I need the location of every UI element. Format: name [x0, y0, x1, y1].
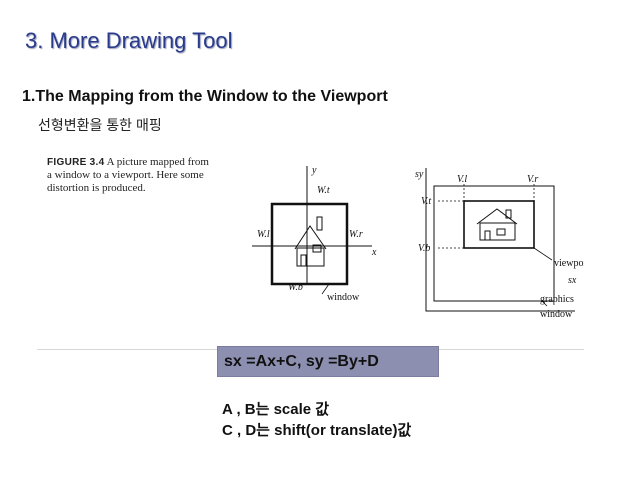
- graphics-window-label: window: [540, 309, 573, 320]
- wl-label: W.l: [257, 229, 270, 240]
- house-body: [296, 247, 325, 267]
- slide-title: 3. More Drawing Tool: [25, 28, 233, 53]
- window-label: window: [327, 292, 360, 303]
- figure-caption-text: A picture mapped from a window to a view…: [47, 156, 209, 194]
- house-chimney: [316, 216, 323, 231]
- viewport-house-roof: [476, 208, 518, 225]
- viewport-rect: [463, 200, 535, 249]
- right-labels: sy V.l V.r V.t V.b viewport sx graphics …: [415, 169, 584, 320]
- y-axis-label: y: [311, 165, 317, 176]
- house-door: [300, 254, 307, 267]
- sx-label: sx: [568, 275, 577, 286]
- vl-label: V.l: [457, 174, 467, 185]
- note-scale: A , B는 scale 값: [222, 401, 330, 418]
- formula-text: sx =Ax+C, sy =By+D: [224, 353, 379, 370]
- right-diagram: [425, 168, 575, 312]
- house-window: [312, 244, 322, 253]
- screen-axes: [425, 168, 575, 312]
- viewport-pointer: [533, 247, 553, 261]
- section-heading: 1.The Mapping from the Window to the Vie…: [22, 88, 388, 105]
- window-viewport-diagram: y W.t W.l W.r x W.b window: [252, 165, 584, 320]
- viewport-house-chimney: [505, 209, 512, 219]
- viewport-house-body: [479, 222, 516, 241]
- figure-label: FIGURE 3.4: [47, 157, 105, 168]
- korean-caption: 선형변환을 통한 매핑: [38, 117, 162, 133]
- viewport-house-window: [496, 228, 506, 236]
- x-axis-label: x: [371, 247, 377, 258]
- wb-label: W.b: [288, 282, 303, 293]
- vt-label: V.t: [421, 196, 431, 207]
- note-shift: C , D는 shift(or translate)값: [222, 422, 412, 439]
- viewport-house-door: [484, 230, 491, 241]
- graphics-pointer: [541, 300, 548, 307]
- formula-box: sx =Ax+C, sy =By+D: [217, 346, 439, 377]
- left-diagram: [252, 166, 372, 295]
- screen-window-rect: [433, 185, 555, 302]
- graphics-label: graphics: [540, 294, 574, 305]
- house-roof: [294, 225, 327, 250]
- wr-label: W.r: [349, 229, 363, 240]
- window-pointer: [321, 283, 330, 295]
- vb-label: V.b: [418, 243, 430, 254]
- vr-label: V.r: [527, 174, 538, 185]
- wt-label: W.t: [317, 185, 330, 196]
- world-window-rect: [270, 202, 349, 286]
- sy-label: sy: [415, 169, 424, 180]
- figure-caption: FIGURE 3.4 A picture mapped from a windo…: [47, 156, 212, 195]
- figure-panel: FIGURE 3.4 A picture mapped from a windo…: [37, 146, 584, 350]
- left-labels: y W.t W.l W.r x W.b window: [257, 165, 377, 303]
- viewport-label: viewport: [554, 258, 584, 269]
